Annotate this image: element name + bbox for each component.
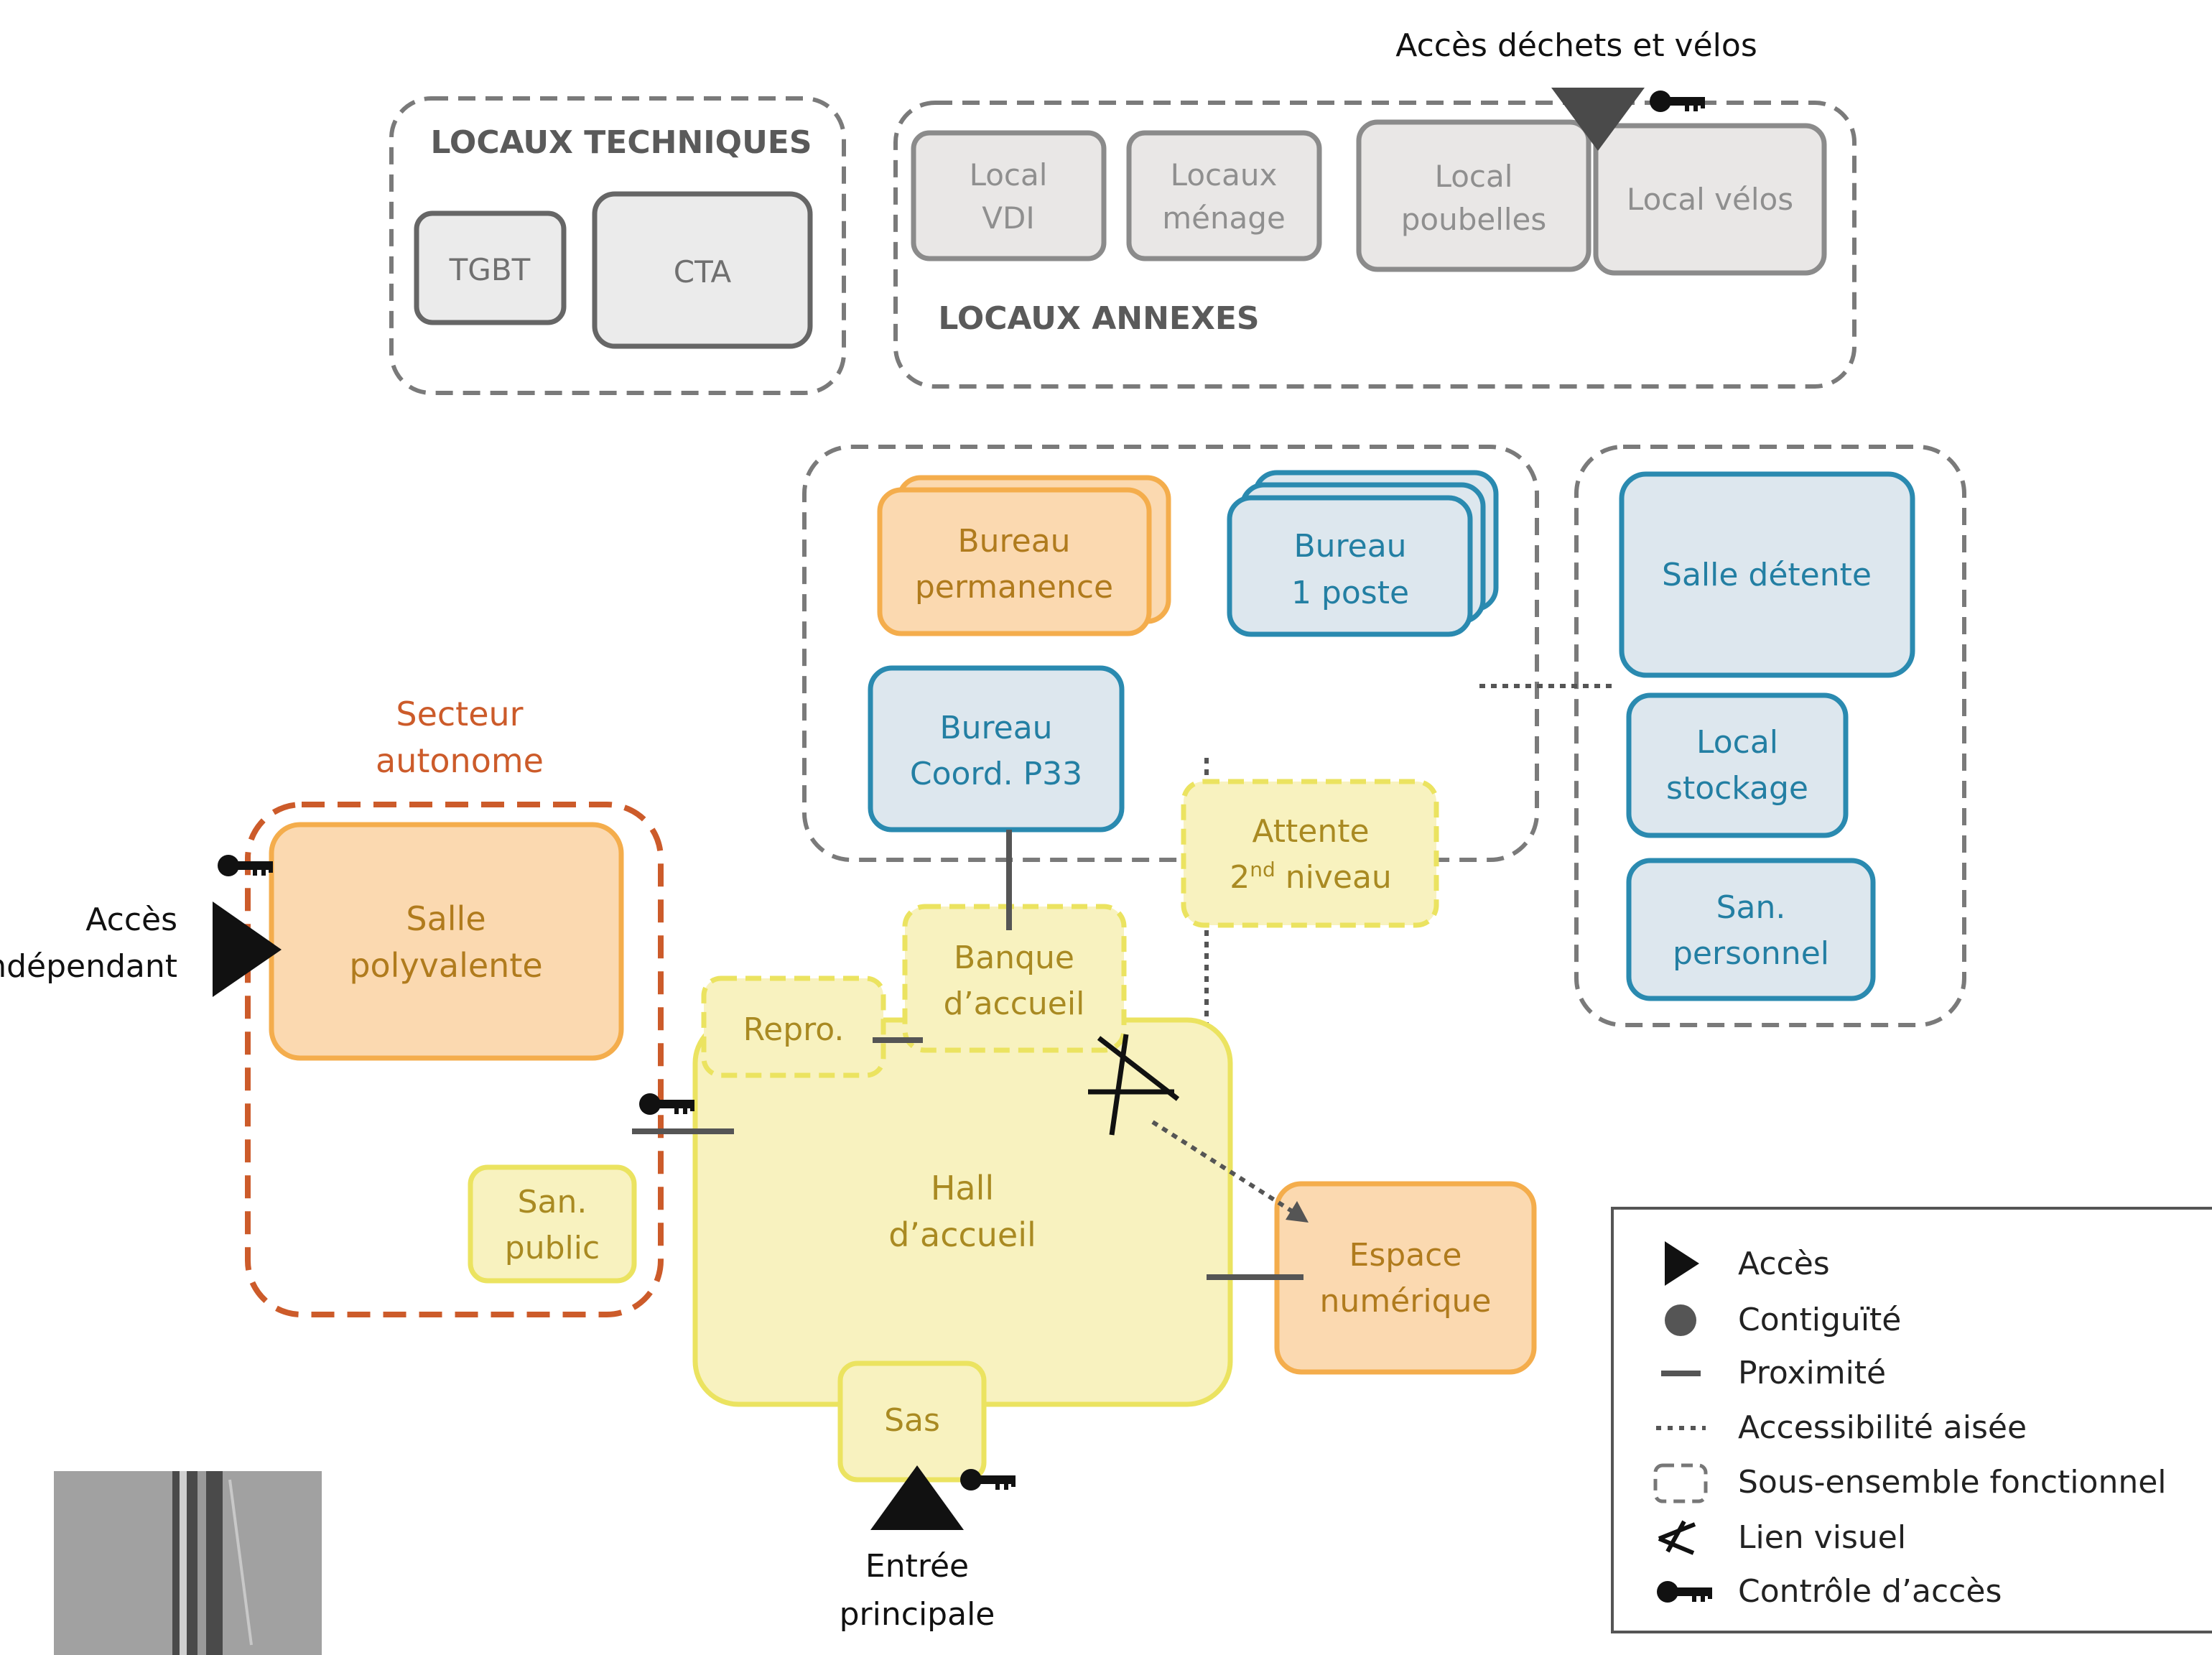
- acces-triangle-entree: [870, 1465, 964, 1530]
- group-bureaux: [802, 445, 1539, 862]
- key-icon: [960, 1469, 1016, 1491]
- room-label: ménage: [1162, 200, 1286, 236]
- room-bureau-permanence: Bureau permanence: [877, 475, 1171, 636]
- room-label: VDI: [982, 200, 1034, 236]
- link-accessibilite-arrow: [1151, 1120, 1298, 1216]
- group-label-annexes: LOCAUX ANNEXES: [938, 300, 1259, 337]
- room-label: Espace: [1349, 1237, 1462, 1274]
- room-label: Salle détente: [1662, 557, 1872, 593]
- room-label: numérique: [1320, 1283, 1492, 1320]
- group-locaux-techniques: [389, 96, 846, 395]
- room-label: Local: [970, 157, 1048, 193]
- photo-thumbnail: [54, 1471, 322, 1655]
- lien-visuel-icon: [1088, 1034, 1180, 1136]
- room-label: 2nd niveau: [1230, 858, 1392, 896]
- room-label: Local: [1696, 724, 1778, 761]
- room-espace-numerique: Espace numérique: [1274, 1181, 1537, 1375]
- room-label: personnel: [1673, 935, 1829, 972]
- room-label: Salle: [406, 899, 485, 938]
- label-acces-dechets: Accès déchets et vélos: [1395, 27, 1757, 64]
- room-attente: Attente 2nd niveau: [1181, 779, 1439, 928]
- legend-sous-ensemble-icon: [1653, 1463, 1708, 1503]
- room-label: d’accueil: [888, 1215, 1036, 1254]
- room-label: Sas: [884, 1402, 940, 1439]
- room-label: Local: [1435, 159, 1513, 194]
- key-icon: [639, 1093, 694, 1115]
- acces-triangle-dechets: [1551, 88, 1645, 151]
- group-label-autonome: autonome: [376, 741, 544, 780]
- room-label: CTA: [674, 254, 732, 289]
- room-salle-polyvalente: Salle polyvalente: [269, 822, 624, 1061]
- group-label-techniques: LOCAUX TECHNIQUES: [430, 124, 812, 161]
- room-label: Coord. P33: [910, 756, 1082, 792]
- legend-label-acces: Accès: [1738, 1246, 1830, 1282]
- label-acces-independant: indépendant: [0, 948, 177, 985]
- room-locaux-menage: Locaux ménage: [1126, 130, 1322, 261]
- room-label: Bureau: [1293, 528, 1406, 565]
- label-acces-independant: Accès: [85, 901, 177, 938]
- room-repro: Repro.: [701, 975, 886, 1078]
- room-bureau-1-poste: Bureau 1 poste: [1227, 470, 1499, 637]
- room-banque-accueil: Banque d’accueil: [902, 904, 1127, 1053]
- room-label: polyvalente: [349, 946, 542, 985]
- legend-acces-icon: [1665, 1241, 1699, 1286]
- room-label: Bureau: [939, 710, 1052, 746]
- room-sas: Sas: [837, 1360, 987, 1483]
- acces-triangle-independant: [213, 901, 282, 997]
- room-local-vdi: Local VDI: [911, 130, 1107, 261]
- room-san-personnel: San. personnel: [1626, 858, 1876, 1001]
- room-label: Repro.: [743, 1011, 845, 1048]
- room-label: Locaux: [1171, 157, 1278, 193]
- room-local-velos: Local vélos: [1593, 123, 1827, 276]
- room-label: Bureau: [957, 523, 1070, 560]
- legend-contiguite-icon: [1665, 1304, 1696, 1336]
- room-label: public: [505, 1230, 600, 1266]
- room-label: stockage: [1666, 770, 1808, 807]
- room-local-poubelles: Local poubelles: [1356, 119, 1591, 272]
- label-entree-principale: principale: [840, 1596, 995, 1633]
- group-secteur-autonome: [245, 802, 664, 1317]
- room-cta: CTA: [592, 191, 813, 349]
- room-label: San.: [518, 1184, 587, 1220]
- label-entree-principale: Entrée: [865, 1548, 969, 1585]
- group-label-autonome: Secteur: [396, 695, 523, 733]
- room-label: Local vélos: [1627, 182, 1793, 217]
- group-personnel: [1574, 445, 1966, 1027]
- legend-label-proximite: Proximité: [1738, 1355, 1886, 1391]
- room-local-stockage: Local stockage: [1626, 692, 1849, 838]
- room-label: Attente: [1252, 813, 1369, 850]
- room-label: 1 poste: [1291, 575, 1409, 611]
- room-label: Hall: [931, 1169, 994, 1207]
- room-tgbt: TGBT: [414, 210, 567, 325]
- key-icon: [1650, 91, 1705, 112]
- legend-label-contiguite: Contiguïté: [1738, 1302, 1901, 1338]
- room-salle-detente: Salle détente: [1619, 471, 1915, 678]
- room-label: TGBT: [449, 252, 531, 287]
- group-locaux-annexes: [893, 101, 1856, 389]
- legend-label-lien-visuel: Lien visuel: [1738, 1519, 1906, 1556]
- legend-label-sous-ensemble: Sous-ensemble fonctionnel: [1738, 1464, 2167, 1501]
- legend-label-accessibilite: Accessibilité aisée: [1738, 1409, 2027, 1446]
- room-label: d’accueil: [944, 986, 1085, 1022]
- legend: Accès Contiguïté Proximité Accessibilité…: [1611, 1207, 2212, 1633]
- room-label: permanence: [915, 569, 1113, 606]
- room-bureau-coord: Bureau Coord. P33: [868, 665, 1125, 833]
- room-san-public: San. public: [468, 1164, 637, 1284]
- legend-lien-visuel-icon: [1658, 1520, 1696, 1555]
- room-label: San.: [1716, 889, 1786, 926]
- room-label: Banque: [954, 940, 1074, 976]
- legend-label-controle: Contrôle d’accès: [1738, 1573, 2002, 1610]
- arrow-head: [1286, 1201, 1309, 1223]
- room-label: poubelles: [1401, 202, 1547, 237]
